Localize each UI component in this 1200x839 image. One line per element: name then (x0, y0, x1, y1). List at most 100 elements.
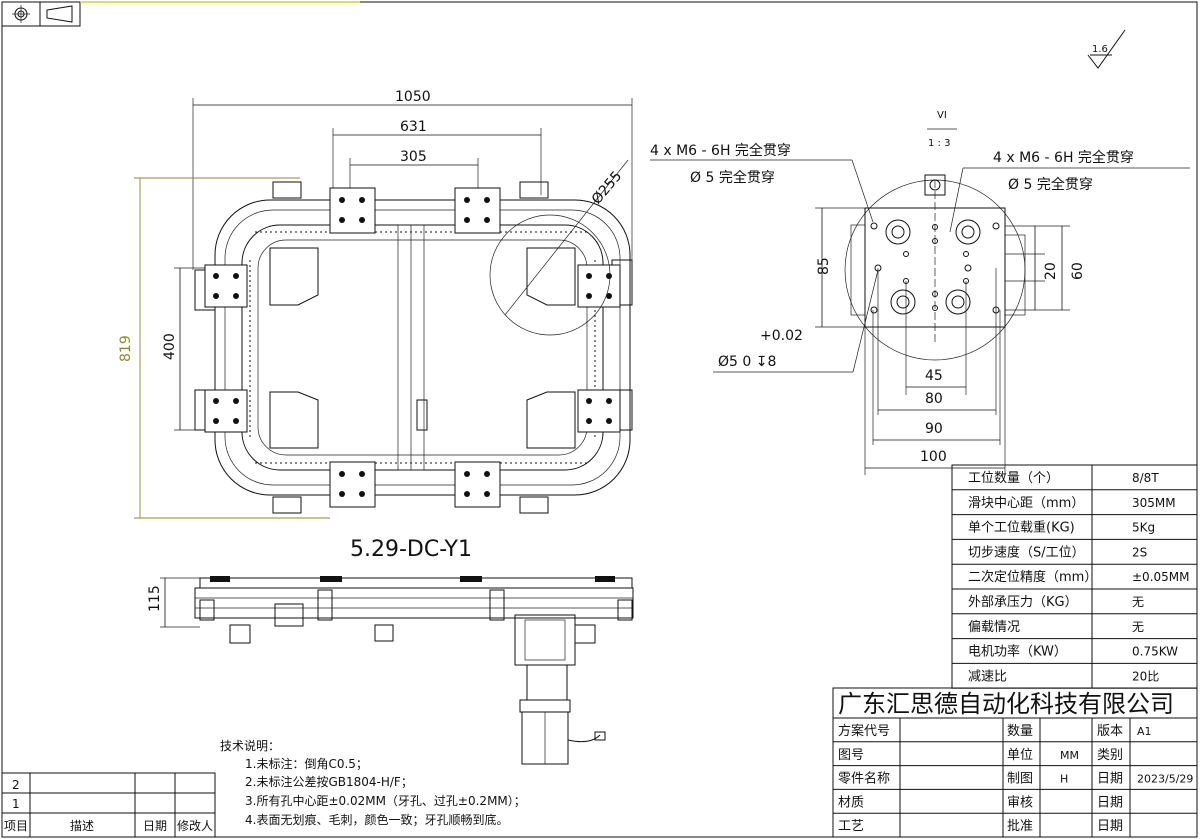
spec-value: 20比 (1132, 669, 1159, 683)
title-field-label: 图号 (838, 748, 864, 763)
revision-table: 2 1 项目 描述 日期 修改人 (1, 772, 216, 838)
title-field-label: 材质 (838, 795, 864, 810)
title-field-label: 制图 (1007, 772, 1033, 787)
spec-row: 外部承压力（KG） 无 (968, 595, 1144, 610)
spec-row: 单个工位载重(KG) 5Kg (968, 520, 1155, 536)
title-field-value: MM (1060, 749, 1079, 762)
slider-modules (204, 187, 621, 508)
title-field-label: 方案代号 (838, 723, 890, 739)
spec-label: 外部承压力（KG） (968, 595, 1078, 610)
svg-text:描述: 描述 (70, 819, 94, 833)
svg-text:4.表面无划痕、毛刺，颜色一致；牙孔顺畅到底。: 4.表面无划痕、毛刺，颜色一致；牙孔顺畅到底。 (245, 812, 508, 827)
svg-text:VI: VI (937, 110, 947, 121)
dim-631: 631 (332, 119, 542, 195)
surface-finish-symbol: 1.6 (1087, 29, 1126, 69)
title-field-value: H (1060, 773, 1068, 786)
title-field-label: 日期 (1097, 819, 1123, 834)
svg-text:Ø255: Ø255 (589, 168, 626, 207)
spec-row: 滑块中心距（mm） 305MM (968, 496, 1176, 511)
spec-label: 滑块中心距（mm） (968, 496, 1084, 511)
svg-text:305: 305 (400, 149, 427, 165)
svg-text:修改人: 修改人 (177, 818, 213, 833)
svg-text:+0.02: +0.02 (760, 328, 803, 344)
title-block-row: 材质 审核 日期 (838, 795, 1123, 810)
spec-value: 0.75KW (1132, 645, 1178, 659)
svg-text:115: 115 (147, 585, 163, 612)
spec-row: 二次定位精度（mm） ±0.05MM (968, 569, 1189, 585)
svg-text:1 : 3: 1 : 3 (928, 138, 950, 149)
spec-row: 电机功率（KW） 0.75KW (968, 644, 1178, 660)
svg-text:819: 819 (118, 335, 134, 362)
spec-label: 切步速度（S/工位） (968, 544, 1085, 560)
svg-text:日期: 日期 (143, 819, 167, 833)
side-view: 115 (147, 576, 634, 765)
svg-text:1: 1 (12, 797, 20, 811)
top-view: 1050 631 305 819 400 (118, 89, 633, 562)
spec-value: 305MM (1132, 496, 1176, 510)
svg-text:631: 631 (400, 119, 427, 135)
track-outer (214, 199, 631, 496)
svg-text:2.未标注公差按GB1804-H/F；: 2.未标注公差按GB1804-H/F； (245, 774, 413, 789)
title-block-row: 零件名称 制图 H 日期 2023/5/29 (838, 771, 1193, 787)
dim-1050: 1050 (192, 89, 633, 270)
spec-label: 二次定位精度（mm） (968, 569, 1097, 585)
svg-text:85: 85 (816, 257, 832, 275)
spec-label: 单个工位载重(KG) (968, 520, 1075, 536)
title-field-label: 审核 (1007, 795, 1033, 810)
detail-circle (489, 214, 611, 336)
detail-view: VI 1 : 3 4 x M6 - 6H 完全贯穿 Ø 5 完全贯穿 4 x M… (650, 110, 1190, 475)
title-field-label: 日期 (1097, 795, 1123, 810)
title-field-label: 类别 (1097, 748, 1123, 763)
title-field-label: 版本 (1097, 724, 1123, 739)
spec-label: 工位数量（个） (968, 471, 1059, 486)
svg-text:项目: 项目 (4, 819, 28, 833)
spec-value: ±0.05MM (1132, 570, 1189, 584)
title-field-value: A1 (1137, 725, 1152, 738)
spec-value: 无 (1132, 595, 1144, 609)
spec-label: 减速比 (968, 669, 1007, 684)
spec-value: 8/8T (1132, 471, 1159, 485)
spec-row: 减速比 20比 (968, 669, 1159, 684)
svg-text:45: 45 (925, 368, 943, 384)
svg-text:技术说明：: 技术说明： (220, 738, 280, 753)
spec-value: 2S (1132, 545, 1147, 559)
svg-text:4 x M6 - 6H 完全贯穿: 4 x M6 - 6H 完全贯穿 (993, 149, 1134, 166)
projection-symbol (1, 1, 81, 27)
title-field-label: 工艺 (838, 819, 864, 834)
company-name: 广东汇思德自动化科技有限公司 (838, 690, 1174, 718)
svg-text:3.所有孔中心距±0.02MM（牙孔、过孔±0.2MM）；: 3.所有孔中心距±0.02MM（牙孔、过孔±0.2MM）； (245, 793, 526, 808)
svg-text:20: 20 (1043, 262, 1059, 280)
svg-text:90: 90 (925, 421, 943, 437)
title-field-label: 零件名称 (838, 771, 890, 787)
svg-text:1.6: 1.6 (1092, 44, 1108, 55)
svg-text:60: 60 (1070, 262, 1086, 280)
dim-819: 819 (118, 177, 330, 519)
track-inner (241, 224, 604, 471)
spec-row: 切步速度（S/工位） 2S (968, 544, 1147, 560)
spec-value: 5Kg (1132, 521, 1155, 535)
spec-label: 电机功率（KW） (968, 644, 1067, 660)
title-block-row: 方案代号 数量 版本 A1 (838, 723, 1152, 739)
svg-text:1050: 1050 (395, 89, 431, 105)
spec-value: 无 (1132, 620, 1144, 634)
title-block-row: 工艺批准日期 (838, 819, 1123, 834)
title-field-value: 2023/5/29 (1137, 773, 1193, 786)
spec-label: 偏载情况 (968, 620, 1020, 635)
svg-text:2: 2 (12, 778, 20, 792)
svg-text:Ø 5 完全贯穿: Ø 5 完全贯穿 (690, 169, 775, 186)
svg-text:1.未标注：倒角C0.5；: 1.未标注：倒角C0.5； (245, 756, 368, 771)
spec-row: 偏载情况 无 (968, 620, 1144, 635)
spec-row: 工位数量（个） 8/8T (968, 471, 1159, 486)
title-field-label: 数量 (1007, 724, 1033, 739)
svg-text:100: 100 (920, 449, 947, 465)
spec-table: 工位数量（个） 8/8T 滑块中心距（mm） 305MM 单个工位载重(KG) 5Kg 切步… (951, 464, 1198, 689)
svg-text:400: 400 (162, 333, 178, 360)
title-field-label: 日期 (1097, 772, 1123, 787)
mounting-holes (870, 219, 1000, 315)
motor (514, 614, 606, 765)
svg-text:Ø 5 完全贯穿: Ø 5 完全贯穿 (1008, 176, 1093, 193)
